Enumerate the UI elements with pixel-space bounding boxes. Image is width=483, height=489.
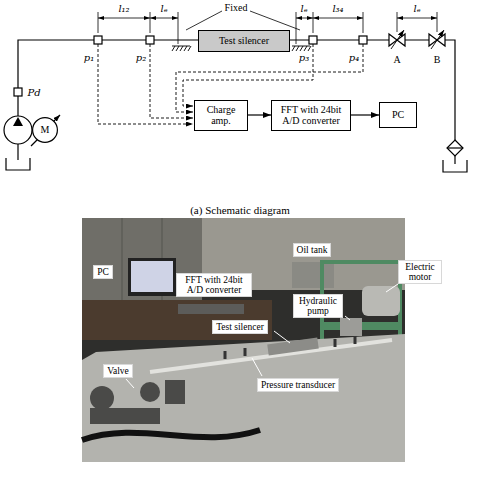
valve-label: A xyxy=(393,54,400,65)
node-text: Pressure transducer xyxy=(261,380,335,390)
node-text: Test silencer xyxy=(219,35,269,47)
node-text: FFT with 24bit A/D converter xyxy=(276,104,346,127)
monitor-screen xyxy=(131,261,173,292)
photo-callout: Valve xyxy=(103,364,133,378)
pump-symbol xyxy=(4,116,32,144)
node-text: Electric motor xyxy=(402,262,438,283)
transducer xyxy=(225,336,355,359)
signal-name: p₂ xyxy=(136,52,146,63)
figure-caption: (a) Schematic diagram xyxy=(190,204,290,216)
valve-label: B xyxy=(434,54,441,65)
pipe-line xyxy=(454,156,455,164)
charge-amp-box: Charge amp. xyxy=(194,100,248,131)
oil-tank xyxy=(292,262,334,288)
photo-callout: PC xyxy=(93,265,113,279)
lab-photo xyxy=(82,218,405,462)
signal-arrow xyxy=(248,114,271,115)
photo-callout: FFT with 24bit A/D converter xyxy=(176,273,252,298)
pc-box: PC xyxy=(379,102,417,128)
silencer xyxy=(268,343,318,350)
dimension-label: l₁₂ xyxy=(118,3,129,14)
dimension-label: l₃₄ xyxy=(332,3,343,14)
dimension-label: lₑ xyxy=(160,3,167,14)
pump xyxy=(340,318,362,336)
support-label: Fixed xyxy=(225,2,248,13)
test-silencer-box: Test silencer xyxy=(198,30,290,52)
bench xyxy=(82,334,405,462)
photo-callout: Test silencer xyxy=(212,320,268,334)
node-text: PC xyxy=(97,267,109,277)
pump-symbol xyxy=(13,117,23,126)
signal-name: p₄ xyxy=(349,52,359,63)
photo-callout: Electric motor xyxy=(398,260,442,285)
dimension-label: lₑ xyxy=(413,3,420,14)
motor-symbol xyxy=(33,118,58,143)
photo-ground xyxy=(82,218,405,462)
signal-name: p₃ xyxy=(299,52,309,63)
node-text: M xyxy=(41,124,50,136)
analyzer-box: FFT with 24bit A/D converter xyxy=(271,100,351,131)
test-pipe xyxy=(150,340,392,372)
motor xyxy=(362,286,400,316)
node-text: Oil tank xyxy=(297,245,328,255)
variable-arrow xyxy=(391,30,404,49)
monitor xyxy=(128,258,176,296)
node-text: Hydraulic pump xyxy=(297,296,339,317)
signal-name: p₁ xyxy=(84,52,94,63)
node-text: Test silencer xyxy=(216,322,264,332)
tank-symbol xyxy=(6,158,30,170)
pipe-line xyxy=(18,40,455,140)
pipe-line xyxy=(17,144,18,160)
hose xyxy=(82,430,260,440)
filter-symbol xyxy=(447,140,463,156)
desk xyxy=(82,300,272,340)
variable-arrow xyxy=(431,30,444,49)
photo-callout: Oil tank xyxy=(293,243,332,257)
dimension-label: lₑ xyxy=(300,3,307,14)
node-text: FFT with 24bit A/D converter xyxy=(180,275,248,296)
valve xyxy=(90,380,185,424)
leader-line xyxy=(126,284,398,388)
pressure-transducer xyxy=(309,36,317,44)
node-text: Charge amp. xyxy=(199,104,243,127)
filter-symbol xyxy=(447,147,463,148)
pressure-transducer xyxy=(94,36,102,44)
node-text: PC xyxy=(392,109,404,121)
pressure-transducer xyxy=(359,36,367,44)
leader-line xyxy=(186,11,300,30)
schematic xyxy=(4,11,467,172)
analyzer xyxy=(178,304,244,314)
photo-callout: Hydraulic pump xyxy=(293,294,343,319)
motor-circle: M xyxy=(32,117,58,143)
variable-arrow xyxy=(31,140,37,146)
signal-name: Pd xyxy=(27,87,40,98)
gauge-symbol xyxy=(14,88,22,96)
signal-arrow xyxy=(351,114,379,115)
photo-callout: Pressure transducer xyxy=(257,378,339,392)
tank-symbol xyxy=(443,160,467,172)
pressure-transducer xyxy=(146,36,154,44)
node-text: Valve xyxy=(107,366,129,376)
